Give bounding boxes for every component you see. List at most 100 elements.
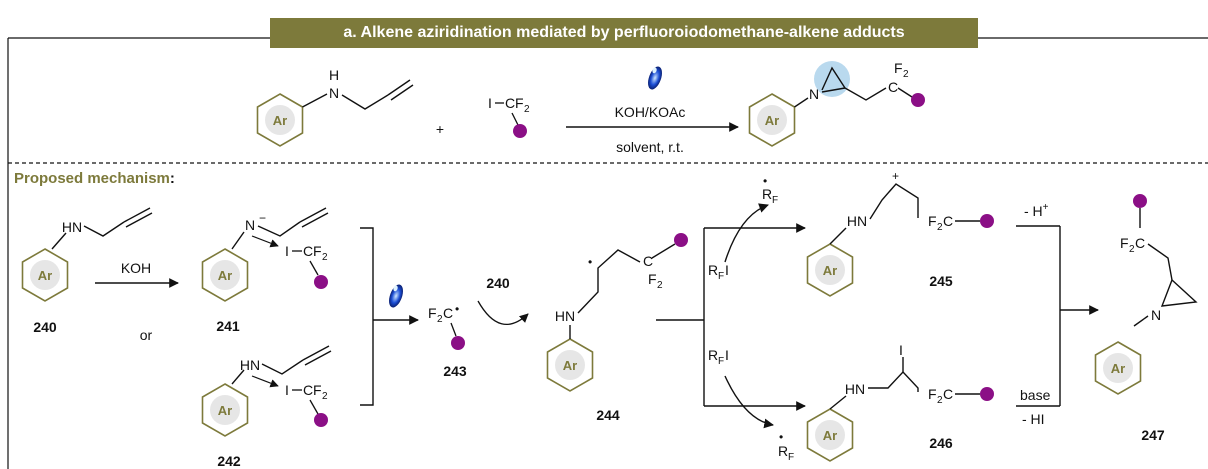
ring-label: Ar [563,358,577,373]
rf-radical-upper: • R F [762,174,778,206]
compound-241: Ar N − I C F 2 241 [201,207,329,334]
radical-dot: • [779,430,783,444]
atom-i: I [285,382,289,398]
atom-n: N [329,85,339,101]
ring-label: Ar [823,428,837,443]
bracket [360,227,374,406]
rfi-r: R [708,262,718,278]
atom-hn: HN [845,381,865,397]
curved-arrow-240 [477,300,529,325]
branch-arrows [656,203,806,429]
ring-label: Ar [823,263,837,278]
compound-246: Ar HN I F 2 C 246 [806,342,994,462]
condition-solvent: solvent, r.t. [616,139,684,155]
atom-c: C [303,243,313,259]
purple-substituent-dot-icon [674,233,688,247]
rfi-lower: R F I [708,347,729,367]
subscript-2: 2 [524,104,530,115]
subscript-2: 2 [657,280,663,291]
label-240: 240 [33,319,57,335]
top-light-source [645,64,665,92]
purple-substituent-dot-icon [314,275,328,289]
atom-c: C [943,213,953,229]
subscript-2: 2 [437,314,443,325]
reagent-koh: KOH [121,260,151,276]
atom-hn: HN [240,357,260,373]
label-246: 246 [929,435,953,451]
converge-arrows [1016,225,1099,407]
rfi-sub: F [718,356,724,367]
atom-i: I [285,243,289,259]
atom-c: C [888,79,898,95]
label-247: 247 [1141,427,1165,443]
compound-240: Ar HN 240 [21,207,153,335]
top-product-aziridine: Ar N C F 2 [748,60,925,147]
subscript-2: 2 [937,222,943,233]
atom-f: F [894,60,903,76]
atom-f: F [515,95,524,111]
charge-plus: + [892,169,899,183]
atom-f: F [313,382,322,398]
base-label: base [1020,387,1051,403]
charge-minus: − [259,211,266,225]
label-242: 242 [217,453,241,469]
ring-label: Ar [38,268,52,283]
purple-substituent-dot-icon [513,124,527,138]
atom-c: C [1135,235,1145,251]
rfi-upper: R F I [708,262,729,282]
label-241: 241 [216,318,240,334]
atom-c: C [505,95,515,111]
purple-substituent-dot-icon [911,93,925,107]
compound-244: Ar HN • C F 2 244 [546,233,688,423]
top-reagent-perfluoroiodomethane: I C F 2 [488,95,530,138]
purple-substituent-dot-icon [314,413,328,427]
subscript-2: 2 [1129,244,1135,255]
atom-c: C [443,305,453,321]
rf-radical-lower: • R F [778,430,794,463]
reagent-240: 240 [486,275,510,291]
atom-c: C [303,382,313,398]
ring-label: Ar [273,113,287,128]
title-banner: a. Alkene aziridination mediated by perf… [270,18,978,48]
label-243: 243 [443,363,467,379]
atom-f: F [928,213,937,229]
atom-c: C [943,386,953,402]
subscript-2: 2 [322,252,328,263]
minus-h-label: - H+ [1024,202,1049,219]
plus-sign: + [436,121,444,137]
rf-sub: F [788,452,794,463]
atom-hn: HN [62,219,82,235]
compound-243: F 2 C • 243 [428,302,467,379]
atom-n: N [809,86,819,102]
rfi-i: I [725,347,729,363]
top-reactant-allylaniline: Ar N H [256,67,414,147]
minus-hi-label: - HI [1022,411,1045,427]
or-text: or [140,327,153,343]
atom-i: I [899,342,903,358]
atom-f: F [313,243,322,259]
atom-f: F [1120,235,1129,251]
purple-substituent-dot-icon [451,336,465,350]
ring-label: Ar [1111,361,1125,376]
atom-c: C [643,253,653,269]
purple-substituent-dot-icon [980,387,994,401]
rfi-sub: F [718,271,724,282]
radical-dot: • [763,174,767,188]
purple-substituent-dot-icon [1133,194,1147,208]
purple-substituent-dot-icon [980,214,994,228]
ring-label: Ar [218,268,232,283]
frame [7,37,1208,469]
subscript-2: 2 [903,69,909,80]
ring-label: Ar [765,113,779,128]
section-label: Proposed mechanism: [14,170,175,187]
atom-n: N [1151,307,1161,323]
atom-i: I [488,95,492,111]
radical-dot: • [588,255,592,269]
rf-r: R [778,443,788,459]
atom-f: F [648,271,657,287]
atom-f: F [928,386,937,402]
atom-hn: HN [555,308,575,324]
blue-led-lamp-icon [645,64,665,92]
ring-label: Ar [218,403,232,418]
